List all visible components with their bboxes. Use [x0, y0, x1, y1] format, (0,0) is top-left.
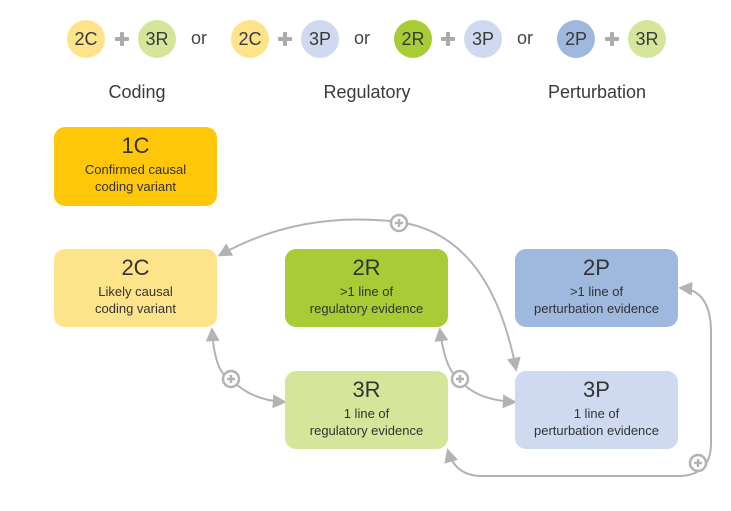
box-3p-code: 3P — [583, 377, 610, 402]
box-2r-desc: >1 line of regulatory evidence — [309, 284, 424, 316]
heading-perturbation: Perturbation — [547, 82, 647, 102]
combo-2-right: 3P — [301, 20, 339, 58]
plus-circle-icon — [221, 369, 241, 389]
box-2c: 2C Likely causal coding variant — [54, 249, 217, 327]
plus-circle-icon — [450, 369, 470, 389]
plus-icon — [604, 31, 620, 47]
combo-1-left: 2C — [67, 20, 105, 58]
box-3p: 3P 1 line of perturbation evidence — [515, 371, 678, 449]
plus-icon — [114, 31, 130, 47]
plus-icon — [440, 31, 456, 47]
box-2c-desc: Likely causal coding variant — [95, 284, 176, 316]
box-1c-code: 1C — [121, 133, 150, 158]
box-3r-code: 3R — [352, 377, 381, 402]
heading-regulatory: Regulatory — [323, 82, 411, 102]
box-1c-desc: Confirmed causal coding variant — [84, 162, 187, 194]
connector-2r-3p — [434, 327, 517, 409]
heading-coding: Coding — [108, 82, 166, 102]
or-label: or — [354, 28, 371, 48]
plus-icon — [277, 31, 293, 47]
or-label: or — [191, 28, 208, 48]
box-1c: 1C Confirmed causal coding variant — [54, 127, 217, 206]
combo-1-right: 3R — [138, 20, 176, 58]
box-3r: 3R 1 line of regulatory evidence — [285, 371, 448, 449]
box-2r-code: 2R — [352, 255, 381, 280]
plus-circle-icon — [688, 453, 708, 473]
box-3r-desc: 1 line of regulatory evidence — [309, 406, 424, 438]
combo-3-right: 3P — [464, 20, 502, 58]
box-3p-desc: 1 line of perturbation evidence — [533, 406, 660, 438]
combo-4-left: 2P — [557, 20, 595, 58]
box-2r: 2R >1 line of regulatory evidence — [285, 249, 448, 327]
plus-circle-icon — [389, 213, 409, 233]
box-2c-code: 2C — [121, 255, 150, 280]
combo-3-left: 2R — [394, 20, 432, 58]
or-label: or — [517, 28, 534, 48]
combo-2-left: 2C — [231, 20, 269, 58]
connector-2c-3r — [205, 327, 287, 409]
box-2p: 2P >1 line of perturbation evidence — [515, 249, 678, 327]
box-2p-desc: >1 line of perturbation evidence — [533, 284, 660, 316]
combo-4-right: 3R — [628, 20, 666, 58]
box-2p-code: 2P — [583, 255, 610, 280]
